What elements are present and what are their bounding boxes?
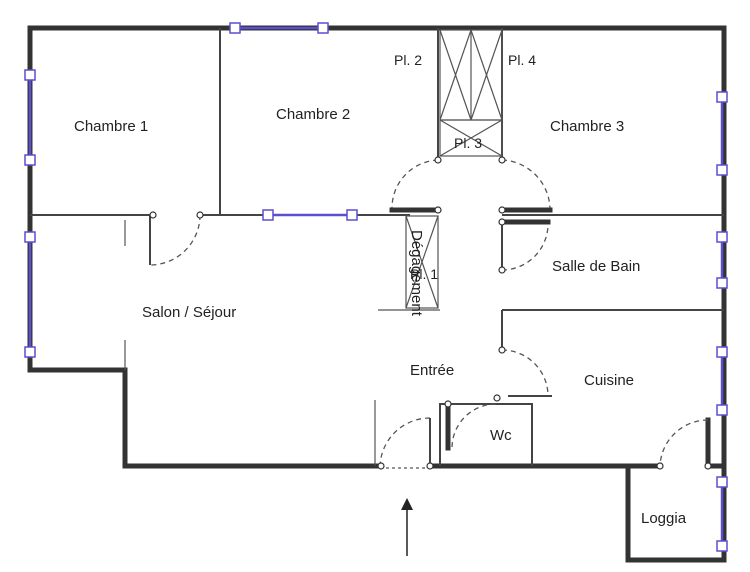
room-salle-de-bain: Salle de Bain: [552, 258, 641, 275]
arrow-up-icon: [401, 498, 413, 556]
loggia-wall: [625, 463, 727, 563]
closet-pl3-label: Pl. 3: [454, 135, 483, 151]
room-entree: Entrée: [410, 362, 455, 379]
closet-pl1-box: [405, 215, 439, 309]
closet-pl2-x2: [439, 29, 472, 121]
door-chambre2: [391, 159, 439, 209]
closet-pl1-x2: [405, 215, 439, 309]
closet-pl3-x2: [439, 119, 503, 157]
door-hinges: [149, 156, 712, 470]
room-salon-sejour: Salon / Séjour: [142, 304, 237, 321]
room-loggia: Loggia: [641, 510, 687, 527]
closet-pl4-label: Pl. 4: [508, 52, 537, 68]
door-loggia: [659, 419, 709, 467]
windows: [24, 22, 728, 552]
outer-wall: [27, 25, 727, 469]
room-wc: Wc: [490, 427, 512, 444]
wc-wall: [439, 403, 533, 466]
room-chambre-2: Chambre 2: [276, 106, 351, 123]
door-entry: [379, 417, 431, 467]
closet-pl3-box: [439, 119, 503, 157]
door-chambre1: [149, 214, 201, 266]
closet-pl4-x2: [470, 29, 503, 121]
door-chambre3: [501, 159, 551, 211]
room-chambre-1: Chambre 1: [74, 118, 149, 135]
door-cuisine: [501, 349, 549, 397]
closet-pl2-label: Pl. 2: [394, 52, 423, 68]
room-chambre-3: Chambre 3: [550, 118, 625, 135]
room-cuisine: Cuisine: [584, 372, 635, 389]
door-sdb: [501, 223, 549, 271]
closet-pl1-label: Pl. 1: [410, 266, 439, 282]
